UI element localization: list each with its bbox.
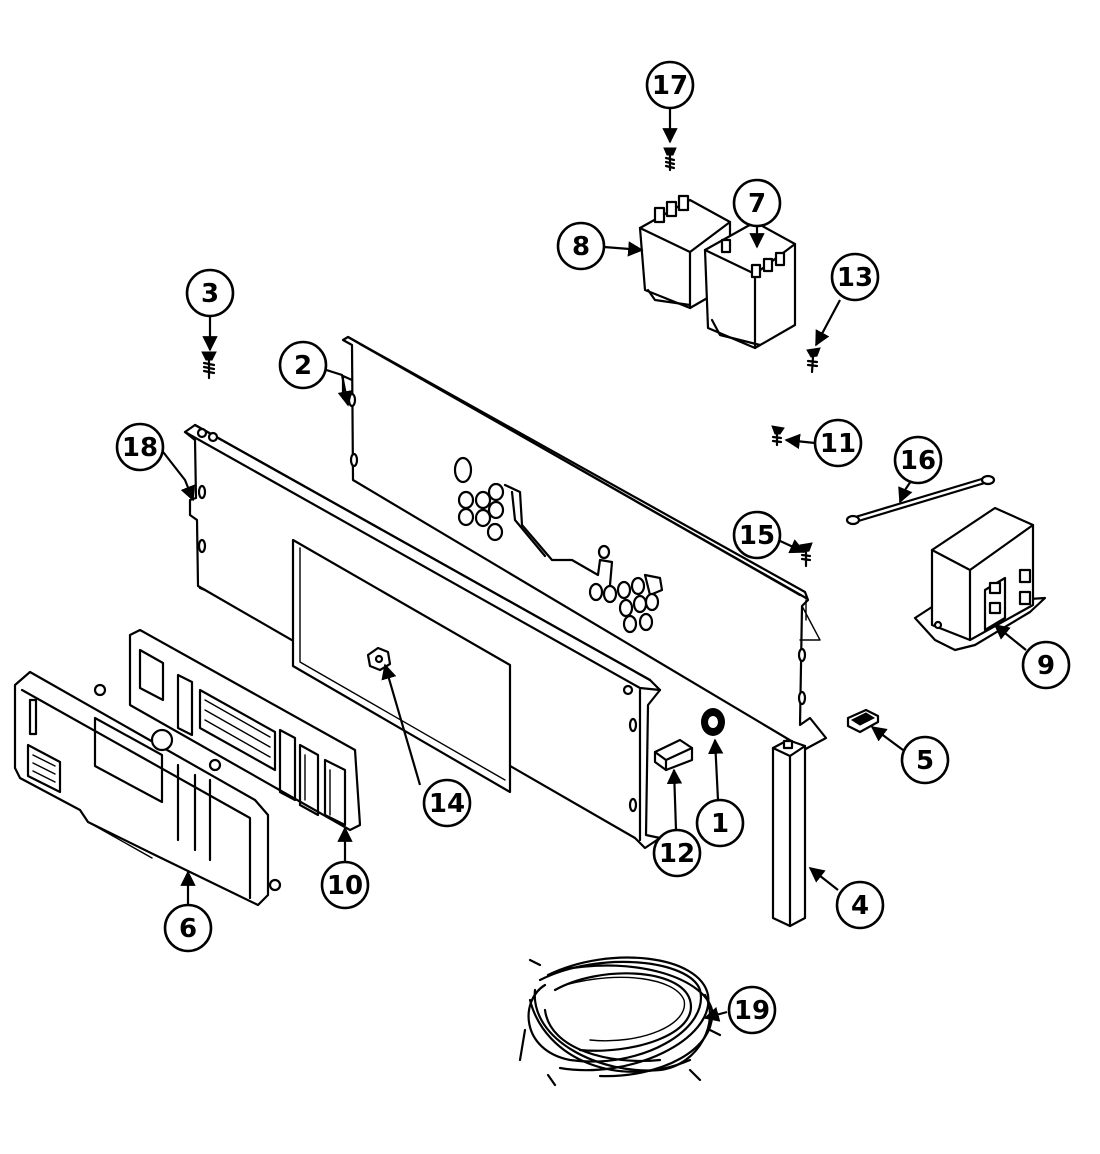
callout-16-label: 16	[900, 446, 936, 476]
part-screw-13	[806, 347, 821, 374]
callout-6: 6	[163, 903, 213, 953]
part-screw-3	[201, 351, 217, 380]
callout-12-label: 12	[659, 839, 695, 869]
part-screw-15	[799, 542, 813, 568]
part-rear-panel	[341, 335, 828, 754]
callout-18-label: 18	[122, 433, 158, 463]
callout-2: 2	[278, 340, 328, 390]
callout-4: 4	[835, 880, 885, 930]
callout-19: 19	[727, 985, 777, 1035]
part-front-panel	[183, 423, 662, 850]
part-screw-11	[771, 425, 785, 447]
part-small-clip	[846, 708, 880, 734]
callout-14-label: 14	[429, 789, 465, 819]
callout-3-label: 3	[201, 279, 219, 309]
callout-5: 5	[900, 735, 950, 785]
callout-18: 18	[115, 422, 165, 472]
callout-1-label: 1	[711, 809, 729, 839]
callout-4-label: 4	[851, 891, 869, 921]
callout-15-label: 15	[739, 521, 775, 551]
callout-5-label: 5	[916, 746, 934, 776]
part-end-trim	[771, 738, 807, 928]
callout-3: 3	[185, 268, 235, 318]
part-screw-17	[663, 147, 677, 172]
part-control-board	[128, 628, 362, 832]
callout-17-label: 17	[652, 71, 688, 101]
part-wire-harness	[518, 956, 722, 1087]
callout-11-label: 11	[820, 429, 856, 459]
callout-11: 11	[813, 418, 863, 468]
part-console-overlay	[13, 670, 282, 907]
callout-13: 13	[830, 252, 880, 302]
callout-12: 12	[652, 828, 702, 878]
part-transformer	[913, 506, 1047, 652]
callout-9-label: 9	[1037, 651, 1055, 681]
callout-14: 14	[422, 778, 472, 828]
callout-7: 7	[732, 178, 782, 228]
callout-10: 10	[320, 860, 370, 910]
callout-6-label: 6	[179, 914, 197, 944]
part-ground-wire	[845, 474, 996, 526]
callout-17: 17	[645, 60, 695, 110]
callout-13-label: 13	[837, 263, 873, 293]
callout-8-label: 8	[572, 232, 590, 262]
callout-16: 16	[893, 435, 943, 485]
part-grommet	[701, 708, 725, 736]
part-clip	[653, 738, 694, 772]
callout-8: 8	[556, 221, 606, 271]
part-relay-7	[703, 220, 797, 350]
callout-10-label: 10	[327, 871, 363, 901]
callout-2-label: 2	[294, 351, 312, 381]
callout-7-label: 7	[748, 189, 766, 219]
callout-9: 9	[1021, 640, 1071, 690]
callout-15: 15	[732, 510, 782, 560]
callout-1: 1	[695, 798, 745, 848]
callout-19-label: 19	[734, 996, 770, 1026]
leader-lines	[159, 108, 1027, 1022]
